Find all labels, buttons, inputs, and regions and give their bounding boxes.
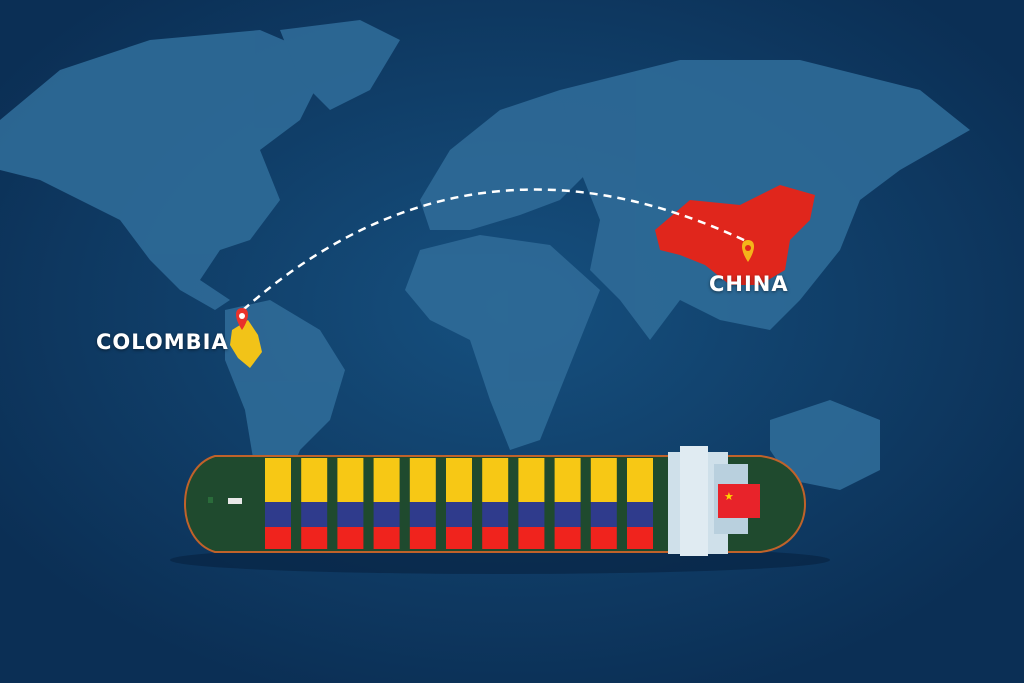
container-column: [627, 458, 653, 549]
container: [446, 502, 472, 527]
container: [554, 527, 581, 549]
container: [590, 458, 617, 502]
container: [627, 502, 653, 527]
container: [337, 458, 364, 502]
container: [337, 502, 364, 527]
container: [554, 502, 581, 527]
container-column: [590, 458, 617, 549]
container: [373, 527, 400, 549]
origin-label: COLOMBIA: [96, 330, 229, 354]
container: [518, 502, 545, 527]
africa: [405, 235, 600, 450]
container: [482, 458, 509, 502]
container: [373, 502, 400, 527]
destination-label: CHINA: [709, 272, 789, 296]
container: [482, 527, 509, 549]
bridge: [680, 446, 708, 556]
container: [590, 502, 617, 527]
container: [627, 458, 653, 502]
container: [446, 458, 472, 502]
container-column: [337, 458, 364, 549]
container: [301, 527, 328, 549]
container: [518, 458, 545, 502]
container: [518, 527, 545, 549]
container: [446, 527, 472, 549]
colombia-shape: [230, 320, 262, 368]
container: [409, 527, 436, 549]
china-shape: [655, 185, 815, 285]
container-column: [482, 458, 509, 549]
australia: [770, 400, 880, 490]
container-ship: ★: [170, 446, 830, 574]
container: [301, 502, 328, 527]
location-pin-icon: [236, 308, 248, 330]
container-column: [446, 458, 472, 549]
container: [373, 458, 400, 502]
container: [265, 502, 291, 527]
container: [554, 458, 581, 502]
container-column: [518, 458, 545, 549]
location-pin-icon: [742, 240, 754, 262]
container: [301, 458, 328, 502]
shipping-route: [242, 188, 749, 311]
svg-text:★: ★: [724, 490, 734, 503]
container: [409, 458, 436, 502]
bollard-icon: [208, 497, 213, 503]
container-column: [554, 458, 581, 549]
container: [409, 502, 436, 527]
container: [337, 527, 364, 549]
container-stack: [265, 458, 653, 549]
container: [590, 527, 617, 549]
container-column: [409, 458, 436, 549]
container: [482, 502, 509, 527]
china-flag-icon: ★: [718, 484, 760, 518]
hatch-icon: [228, 498, 242, 504]
container-column: [265, 458, 291, 549]
north-america: [0, 30, 330, 310]
container: [265, 527, 291, 549]
greenland: [280, 20, 400, 110]
container-column: [301, 458, 328, 549]
container: [627, 527, 653, 549]
container-column: [373, 458, 400, 549]
container: [265, 458, 291, 502]
